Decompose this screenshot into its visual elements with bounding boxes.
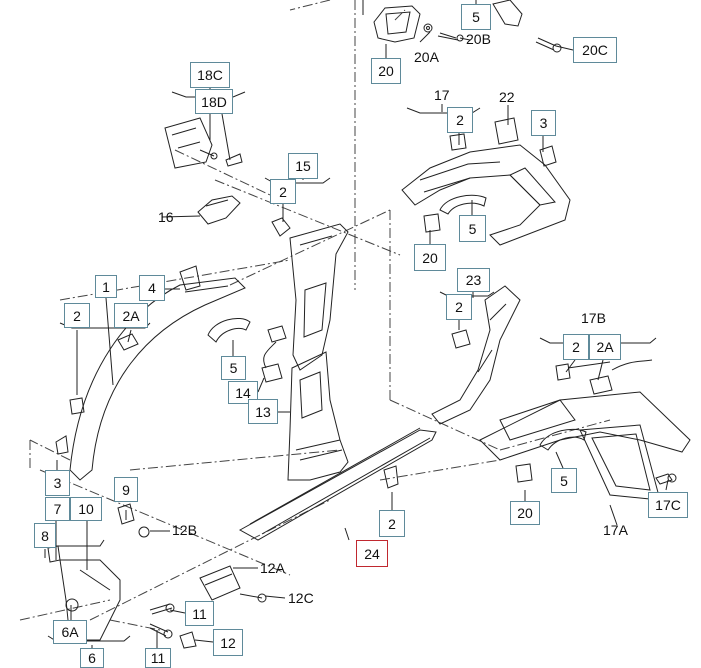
callout-2-bottom[interactable]: 2 bbox=[379, 510, 405, 537]
callout-2-15[interactable]: 2 bbox=[270, 179, 296, 204]
callout-5-mid[interactable]: 5 bbox=[221, 356, 246, 380]
callout-3-right[interactable]: 3 bbox=[531, 110, 556, 136]
callout-2-17b[interactable]: 2 bbox=[563, 334, 589, 360]
label-12a: 12A bbox=[260, 560, 285, 576]
label-20b: 20B bbox=[466, 31, 491, 47]
callout-13[interactable]: 13 bbox=[248, 399, 278, 424]
callout-12[interactable]: 12 bbox=[213, 629, 243, 656]
callout-17c[interactable]: 17C bbox=[648, 492, 688, 518]
callout-15[interactable]: 15 bbox=[288, 153, 318, 179]
label-17b: 17B bbox=[581, 310, 606, 326]
label-17a: 17A bbox=[603, 522, 628, 538]
callout-14[interactable]: 14 bbox=[228, 381, 258, 404]
callout-7[interactable]: 7 bbox=[45, 497, 70, 521]
callout-2-17[interactable]: 2 bbox=[447, 107, 473, 133]
callout-3-left[interactable]: 3 bbox=[45, 470, 70, 496]
callout-18d[interactable]: 18D bbox=[195, 89, 233, 114]
label-17: 17 bbox=[434, 87, 450, 103]
callout-5-bottom[interactable]: 5 bbox=[551, 468, 577, 493]
callout-2a-left[interactable]: 2A bbox=[114, 303, 148, 328]
callout-11-b[interactable]: 11 bbox=[145, 648, 171, 668]
callout-5-top[interactable]: 5 bbox=[461, 4, 491, 30]
callout-20-top[interactable]: 20 bbox=[371, 58, 401, 84]
label-12b: 12B bbox=[172, 522, 197, 538]
callout-8[interactable]: 8 bbox=[34, 523, 56, 548]
callout-2-23[interactable]: 2 bbox=[446, 294, 472, 320]
callout-6a[interactable]: 6A bbox=[53, 620, 87, 644]
callout-2a-17b[interactable]: 2A bbox=[589, 334, 621, 360]
callout-20-bottom[interactable]: 20 bbox=[510, 501, 540, 525]
callout-24[interactable]: 24 bbox=[356, 540, 388, 567]
callout-20c[interactable]: 20C bbox=[573, 37, 617, 63]
label-12c: 12C bbox=[288, 590, 314, 606]
label-22: 22 bbox=[499, 89, 515, 105]
callout-5-17[interactable]: 5 bbox=[459, 215, 486, 242]
callout-18c[interactable]: 18C bbox=[190, 62, 230, 88]
callout-11-a[interactable]: 11 bbox=[185, 601, 214, 626]
callout-9[interactable]: 9 bbox=[114, 477, 138, 502]
callout-4[interactable]: 4 bbox=[139, 275, 165, 301]
callout-6[interactable]: 6 bbox=[80, 648, 104, 668]
callout-2-left[interactable]: 2 bbox=[64, 303, 90, 328]
callout-20-17[interactable]: 20 bbox=[414, 244, 446, 271]
callout-10[interactable]: 10 bbox=[70, 497, 102, 521]
label-16: 16 bbox=[158, 209, 174, 225]
label-20a: 20A bbox=[414, 49, 439, 65]
callout-1[interactable]: 1 bbox=[95, 275, 117, 298]
callout-23[interactable]: 23 bbox=[457, 268, 490, 292]
